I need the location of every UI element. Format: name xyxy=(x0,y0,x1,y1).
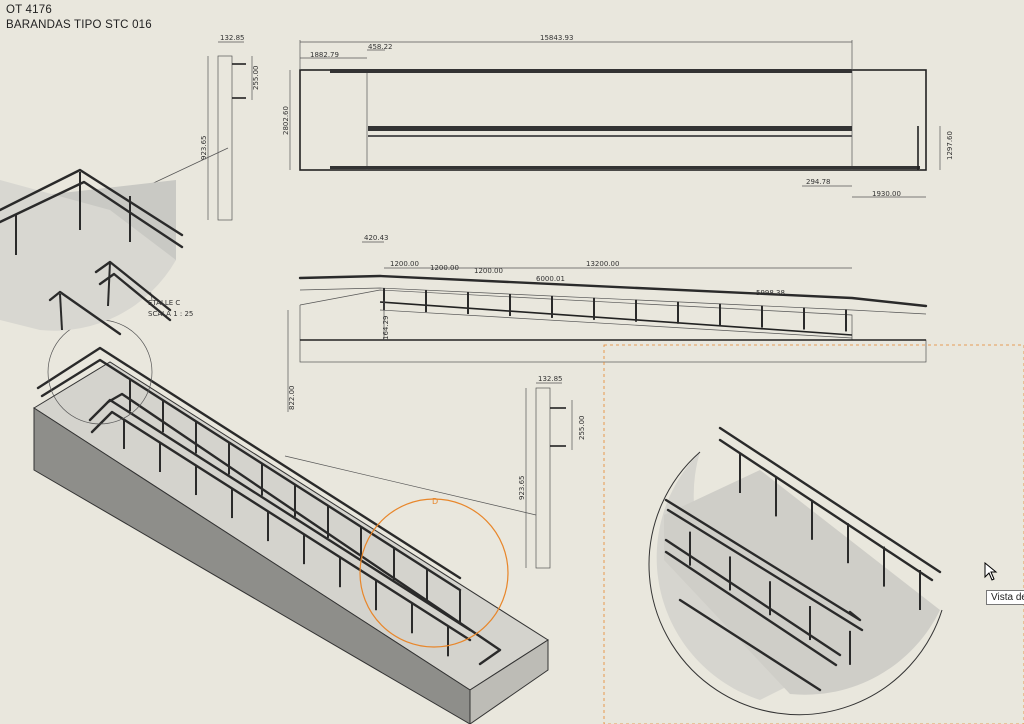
dim-post2-h: 923.65 xyxy=(518,476,526,501)
dim-side-a: 420.43 xyxy=(364,234,389,242)
dim-side-d: 6000.01 xyxy=(536,275,565,283)
dim-post1-h1: 255.00 xyxy=(252,66,260,91)
dim-plan-a: 1882.79 xyxy=(310,51,339,59)
dim-plan-right-h: 1297.60 xyxy=(946,131,954,160)
dim-plan-d: 1930.00 xyxy=(872,190,901,198)
dim-side-g: 822.00 xyxy=(288,386,296,411)
dim-side-c2: 1200.00 xyxy=(430,264,459,272)
detail-c-scale: SCALA 1 : 25 xyxy=(148,310,193,318)
dim-plan-b: 458.22 xyxy=(368,43,393,51)
dim-side-b: 13200.00 xyxy=(586,260,619,268)
dim-plan-c: 294.78 xyxy=(806,178,831,186)
dim-plan-height: 2802.60 xyxy=(282,106,290,135)
dim-post2-h1: 255.00 xyxy=(578,416,586,441)
detail-d-label: D xyxy=(432,497,438,506)
dim-side-c1: 1200.00 xyxy=(390,260,419,268)
post-detail-1[interactable]: 132.85 255.00 923.65 xyxy=(200,34,260,221)
dim-side-f: 164.29 xyxy=(382,316,390,341)
side-elevation[interactable]: 420.43 13200.00 1200.00 1200.00 1200.00 … xyxy=(287,234,928,412)
detail-d-view[interactable] xyxy=(603,344,1024,724)
dim-plan-total: 15843.93 xyxy=(540,34,573,42)
dim-post1-h: 923.65 xyxy=(200,136,208,161)
post-detail-2[interactable]: 132.85 255.00 923.65 xyxy=(284,375,586,569)
drawing-title-line1: OT 4176 xyxy=(6,4,52,16)
isometric-ramp[interactable]: D xyxy=(33,147,549,724)
detail-d-circle[interactable] xyxy=(359,498,509,648)
plan-view[interactable]: 15843.93 1882.79 458.22 2802.60 1297.60 … xyxy=(282,34,954,198)
dim-post1-w: 132.85 xyxy=(220,34,245,42)
mouse-cursor-icon xyxy=(984,562,998,581)
view-tooltip: Vista de xyxy=(986,590,1024,605)
detail-c-label: ETALLE C xyxy=(148,299,180,307)
detail-c-view[interactable]: ETALLE C SCALA 1 : 25 xyxy=(0,168,193,336)
dim-side-e: 5998.38 xyxy=(756,289,785,297)
dim-side-c3: 1200.00 xyxy=(474,267,503,275)
drawing-title-line2: BARANDAS TIPO STC 016 xyxy=(6,19,152,31)
dim-post2-w: 132.85 xyxy=(538,375,563,383)
